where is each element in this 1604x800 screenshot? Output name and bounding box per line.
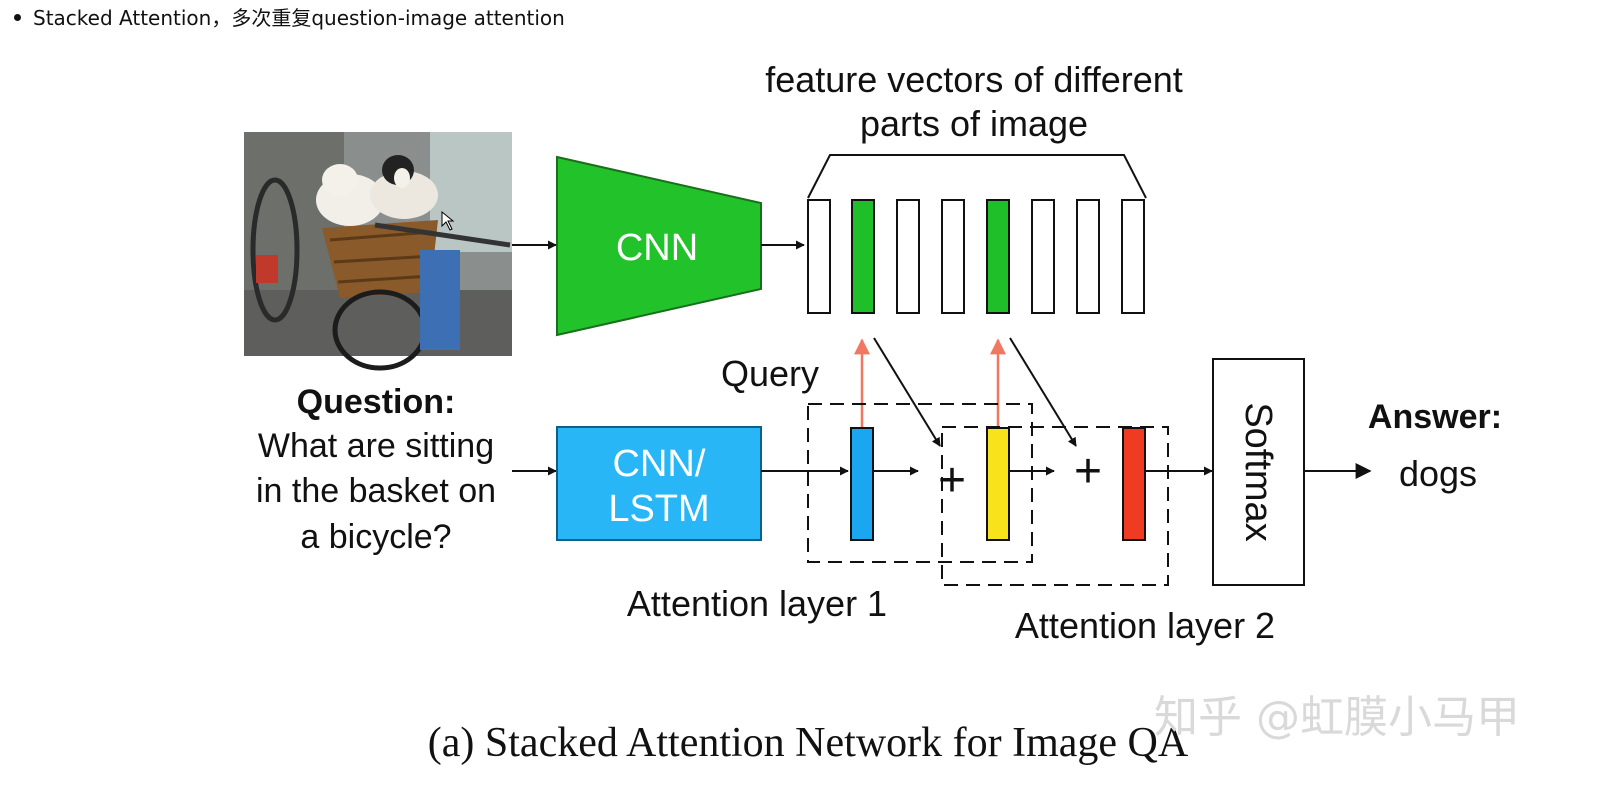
attention-layer-1-box [807,403,1033,563]
feature-label-line-1: feature vectors of different [765,59,1183,100]
feature-vector [1121,199,1145,314]
query-vector-yellow [986,427,1010,541]
query-vector-red [1122,427,1146,541]
attention-arrow-2 [1009,337,1077,447]
feature-label-line-2: parts of image [860,103,1088,144]
feature-vector [896,199,920,314]
question-line-2: in the basket on [256,472,496,510]
plus-sign-2: + [1074,445,1102,498]
plus-sign-1: + [938,454,966,507]
feature-vector [1031,199,1055,314]
feature-bracket [807,154,1147,199]
cnn-lstm-block [556,426,762,541]
attention-arrow-1 [873,337,941,447]
bullet-item: Stacked Attention，多次重复question-image att… [14,2,565,31]
cnn-label: CNN [616,227,698,269]
dogs-in-bicycle-basket-photo [244,132,512,371]
attention-layer-1-label: Attention layer 1 [627,583,887,624]
cnn-lstm-label-line-2: LSTM [608,488,709,530]
query-vector-blue [850,427,874,541]
question-title: Question: [297,383,456,421]
question-line-1: What are sitting [258,427,494,465]
answer-value: dogs [1399,453,1477,494]
softmax-block [1212,358,1305,586]
answer-title: Answer: [1368,398,1502,436]
attention-layer-2-box [941,426,1169,586]
feature-vector [1076,199,1100,314]
bullet-dot-icon [14,14,21,21]
watermark: 知乎 @虹膜小马甲 [1154,692,1520,743]
feature-vectors [807,199,1145,314]
cnn-block [556,155,762,337]
bullet-text: Stacked Attention，多次重复question-image att… [33,6,565,30]
feature-vector-highlighted [851,199,875,314]
figure-caption: (a) Stacked Attention Network for Image … [428,720,1189,766]
question-line-3: a bicycle? [300,518,451,556]
cnn-lstm-label-line-1: CNN/ [613,443,706,485]
feature-vector-highlighted [986,199,1010,314]
query-label: Query [721,353,819,394]
softmax-label: Softmax [1237,402,1279,541]
feature-vector [941,199,965,314]
attention-layer-2-label: Attention layer 2 [1015,605,1275,646]
feature-vector [807,199,831,314]
